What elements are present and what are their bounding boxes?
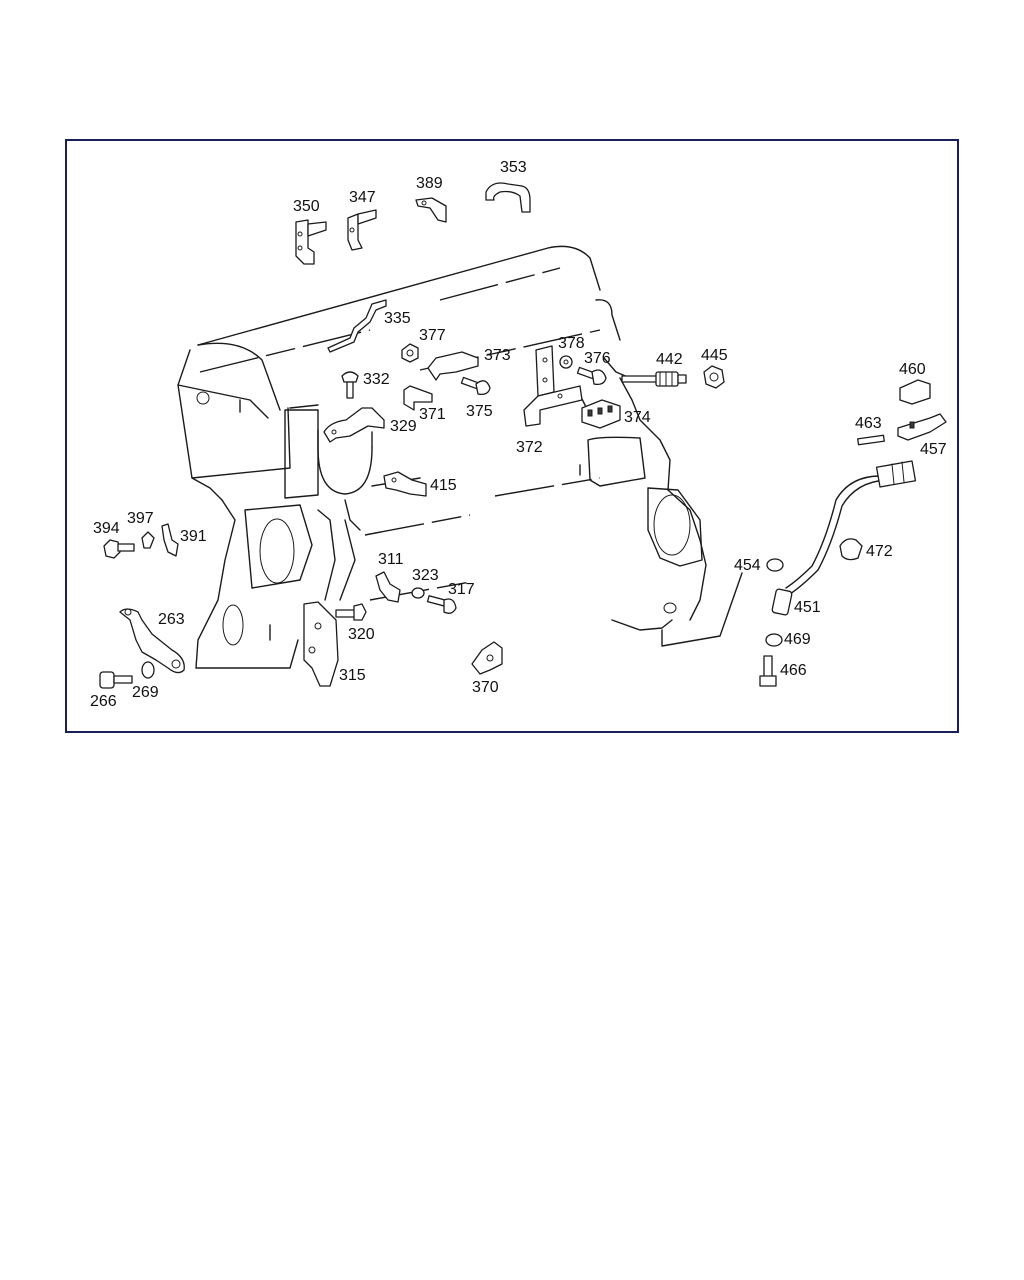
- part-457-connector: [897, 413, 947, 441]
- callout-442: 442: [656, 351, 683, 368]
- part-353-clamp: [485, 182, 531, 213]
- callout-311: 311: [378, 551, 404, 568]
- callout-371: 371: [419, 406, 446, 423]
- callout-469: 469: [784, 631, 811, 648]
- part-350-bracket: [295, 219, 327, 265]
- callout-389: 389: [416, 175, 443, 192]
- part-391-clip: [161, 523, 179, 557]
- callout-labels: 350 347 389 353 335 377 373 378 376 442 …: [90, 159, 947, 710]
- callout-466: 466: [780, 662, 807, 679]
- part-347-bracket: [347, 209, 377, 251]
- callout-372: 372: [516, 439, 543, 456]
- part-269-washer: [141, 661, 155, 679]
- part-469-washer: [765, 633, 783, 647]
- engine-block-outline: [177, 245, 707, 669]
- callout-315: 315: [339, 667, 366, 684]
- callout-370: 370: [472, 679, 499, 696]
- callout-375: 375: [466, 403, 493, 420]
- part-371-bracket: [403, 385, 433, 411]
- part-315-bracket: [303, 601, 339, 687]
- part-332-bolt: [341, 371, 359, 399]
- part-394-bolt: [103, 539, 135, 559]
- part-472-clip: [839, 538, 863, 561]
- part-311-bracket: [375, 571, 401, 603]
- part-445-nut: [703, 365, 725, 389]
- part-329-bracket: [323, 407, 385, 443]
- part-454-ring: [661, 558, 784, 647]
- part-266-bolt: [99, 671, 133, 689]
- callout-376: 376: [584, 350, 611, 367]
- callout-451: 451: [794, 599, 821, 616]
- callout-397: 397: [127, 510, 154, 527]
- callout-317: 317: [448, 581, 475, 598]
- callout-472: 472: [866, 543, 893, 560]
- callout-263: 263: [158, 611, 185, 628]
- part-375-bolt: [460, 376, 491, 396]
- callout-445: 445: [701, 347, 728, 364]
- callout-394: 394: [93, 520, 120, 537]
- callout-415: 415: [430, 477, 457, 494]
- part-373-bracket: [427, 351, 479, 381]
- part-317-bolt: [426, 595, 457, 614]
- callout-347: 347: [349, 189, 376, 206]
- part-463-pin: [857, 434, 885, 446]
- callout-454: 454: [734, 557, 761, 574]
- callout-377: 377: [419, 327, 446, 344]
- callout-457: 457: [920, 441, 947, 458]
- part-466-bolt: [759, 655, 777, 687]
- diagram-frame: [65, 139, 959, 733]
- part-378-washer: [559, 355, 573, 369]
- part-374-relay: [581, 399, 621, 429]
- callout-266: 266: [90, 693, 117, 710]
- part-263-bracket: [119, 608, 185, 674]
- part-376-bolt: [576, 366, 607, 386]
- callout-323: 323: [412, 567, 439, 584]
- callout-378: 378: [558, 335, 585, 352]
- part-460-cap: [899, 379, 931, 405]
- callout-373: 373: [484, 347, 511, 364]
- part-377-nut: [401, 343, 419, 363]
- callout-350: 350: [293, 198, 320, 215]
- part-397-spacer: [141, 531, 155, 549]
- callout-463: 463: [855, 415, 882, 432]
- part-442-sensor: [621, 371, 687, 387]
- callout-329: 329: [390, 418, 417, 435]
- callout-391: 391: [180, 528, 207, 545]
- part-370-bracket: [471, 641, 503, 675]
- callout-320: 320: [348, 626, 375, 643]
- callout-332: 332: [363, 371, 390, 388]
- callout-335: 335: [384, 310, 411, 327]
- callout-353: 353: [500, 159, 527, 176]
- part-372-bracket: [523, 345, 583, 427]
- part-335-bracket: [327, 299, 387, 353]
- callout-374: 374: [624, 409, 651, 426]
- callout-460: 460: [899, 361, 926, 378]
- callout-269: 269: [132, 684, 159, 701]
- part-323-washer: [411, 587, 425, 599]
- part-415-bracket: [383, 471, 427, 497]
- part-389-plate: [415, 197, 447, 223]
- part-320-bolt: [335, 603, 367, 621]
- part-451-sensor-wire: [771, 460, 917, 616]
